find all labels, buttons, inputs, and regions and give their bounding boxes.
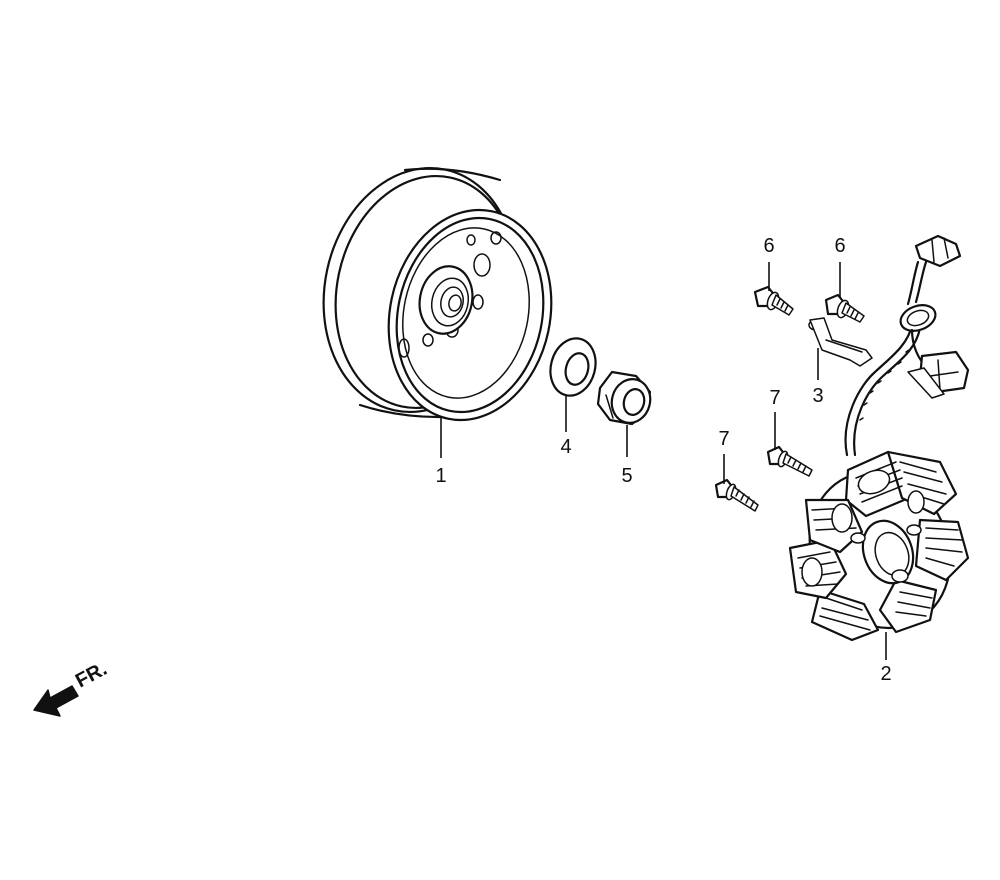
front-direction-indicator: FR. (33, 658, 111, 717)
callout-bolt-d: 7 (718, 428, 729, 450)
stator-part (788, 234, 970, 642)
flywheel-part (322, 166, 553, 422)
callout-flywheel: 1 (435, 465, 446, 487)
bolt-c-part (766, 445, 813, 477)
callout-bolt-a: 6 (763, 235, 774, 257)
bolt-d-part (714, 478, 759, 512)
callout-bolt-c: 7 (769, 387, 780, 409)
bolt-b-part (824, 293, 865, 323)
front-arrow-icon (33, 685, 79, 717)
callout-bolt-b: 6 (834, 235, 845, 257)
callout-labels: 1 2 3 4 5 6 6 7 7 (435, 235, 891, 685)
leader-lines (440, 262, 887, 660)
front-label: FR. (72, 658, 111, 693)
wire-clamp-part (808, 317, 873, 367)
callout-stator: 2 (880, 663, 891, 685)
callout-nut: 5 (621, 465, 632, 487)
washer-part (549, 337, 597, 397)
nut-part (596, 370, 652, 426)
callout-washer: 4 (560, 436, 571, 458)
bolt-a-part (753, 285, 794, 316)
callout-wire-clamp: 3 (812, 385, 823, 407)
